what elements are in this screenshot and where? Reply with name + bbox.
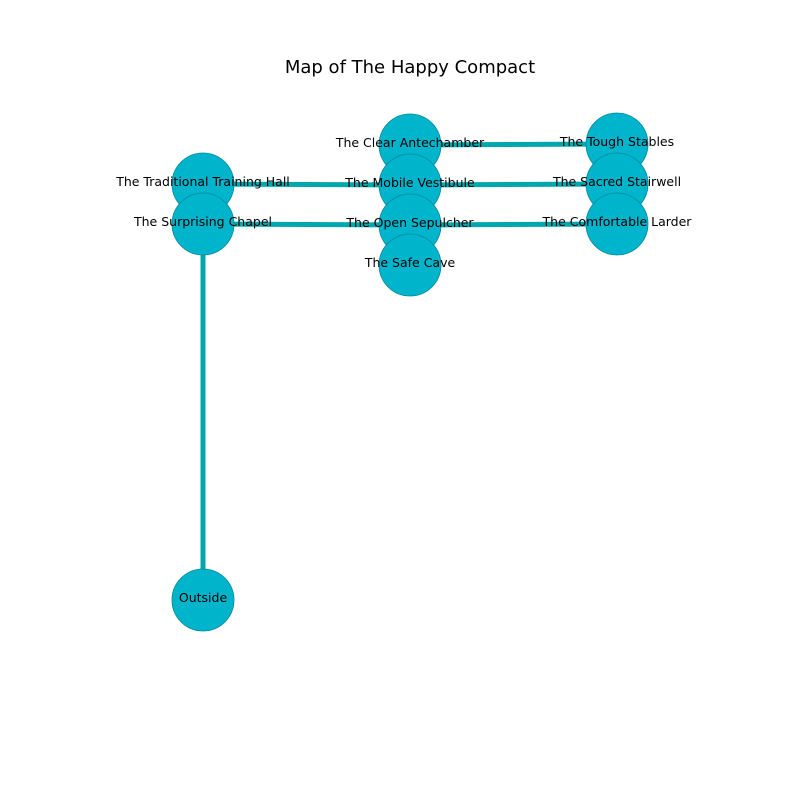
node-label-safe: The Safe Cave — [364, 255, 456, 270]
node-label-tough: The Tough Stables — [559, 134, 674, 149]
edge-open-comfortable — [409, 221, 618, 228]
node-label-traditional: The Traditional Training Hall — [115, 174, 290, 189]
edge-mobile-sacred — [409, 181, 618, 188]
edge-surprising-open — [202, 221, 411, 228]
node-safe — [378, 233, 442, 297]
edges-layer — [200, 141, 618, 600]
node-label-clear: The Clear Antechamber — [335, 135, 485, 150]
node-label-outside: Outside — [179, 590, 228, 605]
node-label-mobile: The Mobile Vestibule — [344, 175, 475, 190]
node-label-sacred: The Sacred Stairwell — [552, 174, 681, 189]
node-outside — [171, 568, 235, 632]
node-comfortable — [585, 192, 649, 256]
node-surprising — [171, 192, 235, 256]
node-label-comfortable: The Comfortable Larder — [542, 214, 693, 229]
node-label-open: The Open Sepulcher — [345, 215, 474, 230]
diagram-title: Map of The Happy Compact — [285, 57, 535, 78]
edge-traditional-mobile — [202, 181, 411, 188]
nodes-layer: The Clear Antechamber The Tough StablesTh… — [115, 112, 693, 632]
node-label-surprising: The Surprising Chapel — [133, 214, 272, 229]
edge-clear-tough — [409, 141, 618, 148]
